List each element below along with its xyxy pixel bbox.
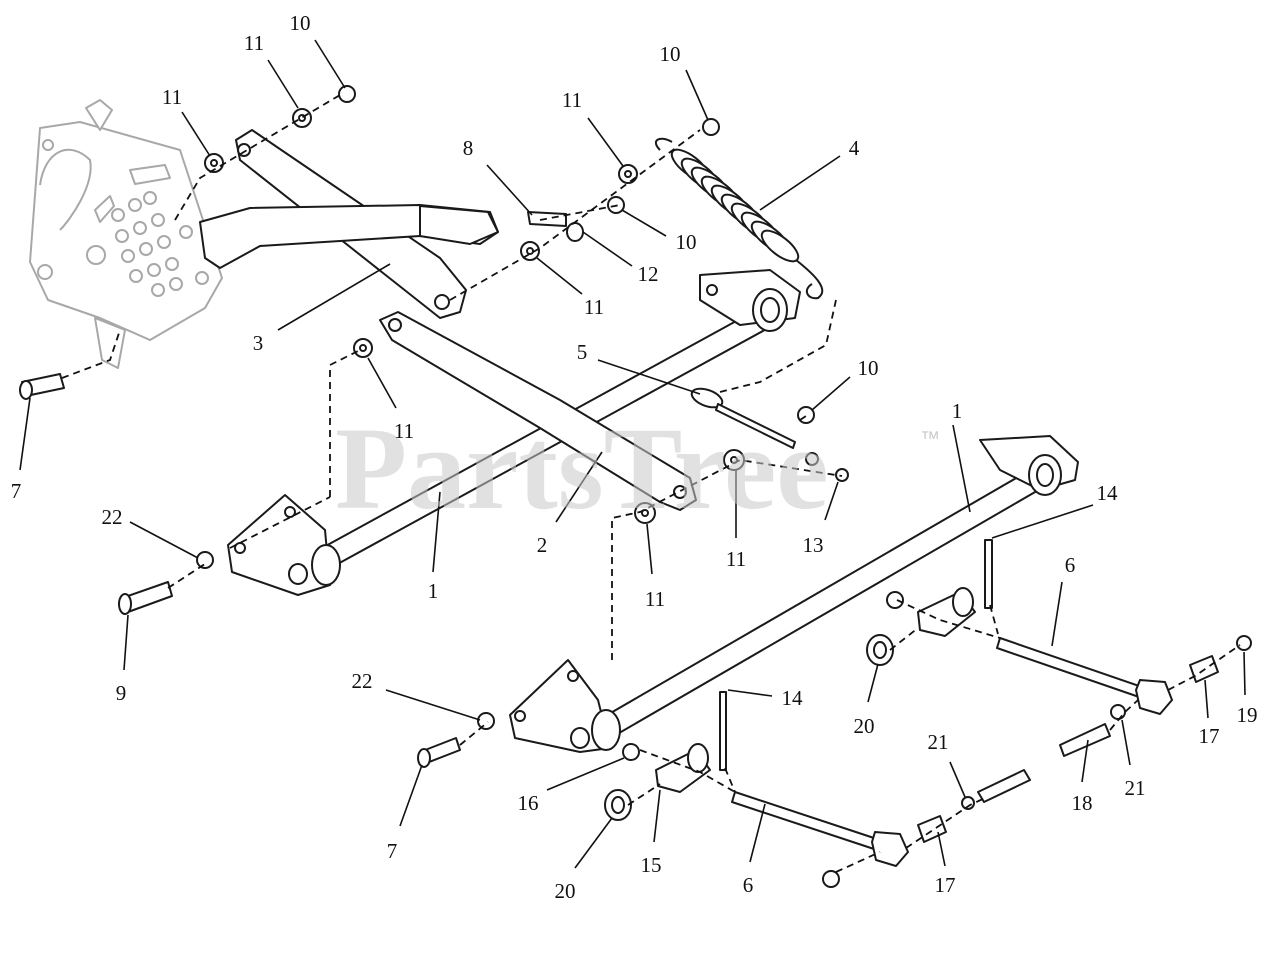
watermark: PartsTree ™ xyxy=(335,403,940,534)
callout-6: 6 xyxy=(743,873,754,897)
callout-11: 11 xyxy=(394,419,414,443)
part-6-adjuster-rods xyxy=(731,637,1173,867)
part-3-pedal-arm xyxy=(199,129,499,319)
callout-11: 11 xyxy=(562,88,582,112)
callout-1: 1 xyxy=(428,579,439,603)
callout-17: 17 xyxy=(1199,724,1220,748)
callout-14: 14 xyxy=(1097,481,1119,505)
callout-20: 20 xyxy=(555,879,576,903)
callout-11: 11 xyxy=(726,547,746,571)
assembly-dash-lines xyxy=(61,94,1241,873)
callout-11: 11 xyxy=(244,31,264,55)
callout-20: 20 xyxy=(854,714,875,738)
callouts: 10 11 11 10 11 8 4 10 12 11 3 5 10 11 7 … xyxy=(11,11,1258,903)
callout-21: 21 xyxy=(1125,776,1146,800)
callout-4: 4 xyxy=(849,136,860,160)
callout-11: 11 xyxy=(584,295,604,319)
callout-1: 1 xyxy=(952,399,963,423)
callout-7: 7 xyxy=(11,479,22,503)
callout-13: 13 xyxy=(803,533,824,557)
callout-15: 15 xyxy=(641,853,662,877)
callout-2: 2 xyxy=(537,533,548,557)
callout-19: 19 xyxy=(1237,703,1258,727)
callout-18: 18 xyxy=(1072,791,1093,815)
callout-14: 14 xyxy=(782,686,804,710)
callout-8: 8 xyxy=(463,136,474,160)
part-2-link xyxy=(379,311,697,511)
watermark-text: PartsTree xyxy=(335,403,829,534)
callout-12: 12 xyxy=(638,262,659,286)
leader-lines xyxy=(19,39,1246,869)
hardware xyxy=(19,85,1252,888)
callout-11: 11 xyxy=(162,85,182,109)
callout-9: 9 xyxy=(116,681,127,705)
callout-7: 7 xyxy=(387,839,398,863)
watermark-trademark: ™ xyxy=(920,428,940,450)
callout-10: 10 xyxy=(676,230,697,254)
callout-10: 10 xyxy=(858,356,879,380)
callout-17: 17 xyxy=(935,873,956,897)
callout-22: 22 xyxy=(352,669,373,693)
part-4-spring xyxy=(654,137,824,300)
callout-11: 11 xyxy=(645,587,665,611)
callout-10: 10 xyxy=(660,42,681,66)
callout-22: 22 xyxy=(102,505,123,529)
callout-16: 16 xyxy=(518,791,539,815)
callout-21: 21 xyxy=(928,730,949,754)
callout-10: 10 xyxy=(290,11,311,35)
pedal-mount-plate xyxy=(29,99,223,369)
part-1-upper-shaft xyxy=(227,269,801,596)
part-1-lower-shaft xyxy=(509,435,1079,753)
callout-6: 6 xyxy=(1065,553,1076,577)
part-20-washers xyxy=(604,634,894,821)
callout-5: 5 xyxy=(577,340,588,364)
callout-3: 3 xyxy=(253,331,264,355)
